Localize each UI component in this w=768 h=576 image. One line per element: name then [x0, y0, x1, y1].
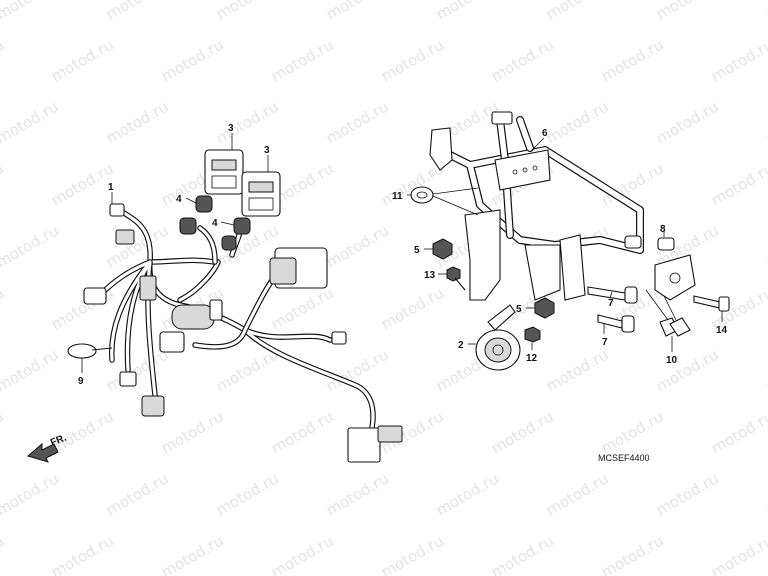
watermark-text: motod.ru	[323, 97, 392, 147]
watermark-text: motod.ru	[598, 407, 667, 457]
watermark-text: motod.ru	[433, 0, 502, 23]
watermark-text: motod.ru	[158, 35, 227, 85]
watermark-text: motod.ru	[598, 35, 667, 85]
watermark-text: motod.ru	[323, 469, 392, 519]
callout-13: 13	[424, 270, 436, 281]
watermark-text: motod.ru	[268, 35, 337, 85]
watermark-text: motod.ru	[708, 35, 768, 85]
callout-9: 9	[78, 376, 84, 387]
watermark-text: motod.ru	[543, 97, 612, 147]
front-stay-frame	[410, 111, 730, 371]
diagram-code: MCSEF4400	[598, 453, 650, 463]
callout-labels: 1 3 3 4 4 9 6 11 5 13 5 12 2 8 7 7 10 14	[78, 123, 728, 387]
watermark-text: motod.ru	[378, 283, 447, 333]
callout-8: 8	[660, 224, 666, 235]
watermark-text: motod.ru	[378, 159, 447, 209]
callout-3: 3	[228, 123, 234, 134]
watermark-text: motod.ru	[103, 0, 172, 23]
watermark-text: motod.ru	[158, 531, 227, 576]
watermark-text: motod.ru	[488, 531, 557, 576]
watermark-text: motod.ru	[268, 407, 337, 457]
watermark-text: motod.ru	[708, 531, 768, 576]
watermark-text: motod.ru	[0, 0, 62, 23]
callout-6: 6	[542, 128, 548, 139]
watermark-text: motod.ru	[0, 283, 7, 333]
callout-14: 14	[716, 325, 728, 336]
callout-leaders	[81, 133, 723, 373]
watermark-text: motod.ru	[378, 531, 447, 576]
watermark-text: motod.ru	[48, 35, 117, 85]
watermark-text: motod.ru	[48, 159, 117, 209]
watermark-text: motod.ru	[488, 407, 557, 457]
watermark-text: motod.ru	[0, 469, 62, 519]
watermark-text: motod.ru	[763, 97, 768, 147]
callout-2: 2	[458, 340, 464, 351]
watermark-text: motod.ru	[0, 221, 62, 271]
watermark-text: motod.ru	[708, 159, 768, 209]
watermark-text: motod.ru	[158, 407, 227, 457]
watermark-text: motod.ru	[48, 407, 117, 457]
watermark-text: motod.ru	[433, 469, 502, 519]
horn	[475, 304, 521, 371]
watermark-text: motod.ru	[763, 469, 768, 519]
watermark-text: motod.ru	[103, 97, 172, 147]
watermark-text: motod.ru	[213, 0, 282, 23]
watermark-text: motod.ru	[653, 345, 722, 395]
wire-harness	[67, 149, 403, 463]
callout-5: 5	[516, 304, 522, 315]
watermark-text: motod.ru	[763, 0, 768, 23]
watermark-text: motod.ru	[213, 469, 282, 519]
callout-5: 5	[414, 245, 420, 256]
callout-11: 11	[392, 191, 403, 202]
watermark-text: motod.ru	[543, 345, 612, 395]
watermark-text: motod.ru	[268, 283, 337, 333]
callout-4: 4	[176, 194, 182, 205]
watermark-text: motod.ru	[0, 159, 7, 209]
watermark-text: motod.ru	[0, 407, 7, 457]
watermark-text: motod.ru	[103, 469, 172, 519]
watermark-text: motod.ru	[323, 0, 392, 23]
watermark-text: motod.ru	[653, 97, 722, 147]
watermark-text: motod.ru	[0, 345, 62, 395]
watermark-text: motod.ru	[213, 345, 282, 395]
watermark-text: motod.ru	[653, 469, 722, 519]
callout-7: 7	[608, 298, 614, 309]
watermark-text: motod.ru	[323, 221, 392, 271]
watermark-text: motod.ru	[543, 0, 612, 23]
watermark-text: motod.ru	[763, 221, 768, 271]
watermark-text: motod.ru	[488, 35, 557, 85]
callout-10: 10	[666, 355, 678, 366]
watermark-text: motod.ru	[0, 35, 7, 85]
callout-4: 4	[212, 218, 218, 229]
watermark-text: motod.ru	[543, 469, 612, 519]
watermark-text: motod.ru	[0, 97, 62, 147]
watermark-text: motod.ru	[48, 531, 117, 576]
relay	[204, 149, 244, 195]
watermark-text: motod.ru	[708, 407, 768, 457]
watermark-text: motod.ru	[763, 345, 768, 395]
callout-7: 7	[602, 337, 608, 348]
relay	[241, 171, 281, 217]
callout-12: 12	[526, 353, 538, 364]
callout-1: 1	[108, 182, 114, 193]
watermark-text: motod.ru	[0, 531, 7, 576]
watermark-text: motod.ru	[598, 531, 667, 576]
watermark-text: motod.ru	[378, 35, 447, 85]
watermark-text: motod.ru	[213, 97, 282, 147]
callout-3: 3	[264, 145, 270, 156]
watermark-text: motod.ru	[653, 0, 722, 23]
watermark-text: motod.ru	[268, 531, 337, 576]
